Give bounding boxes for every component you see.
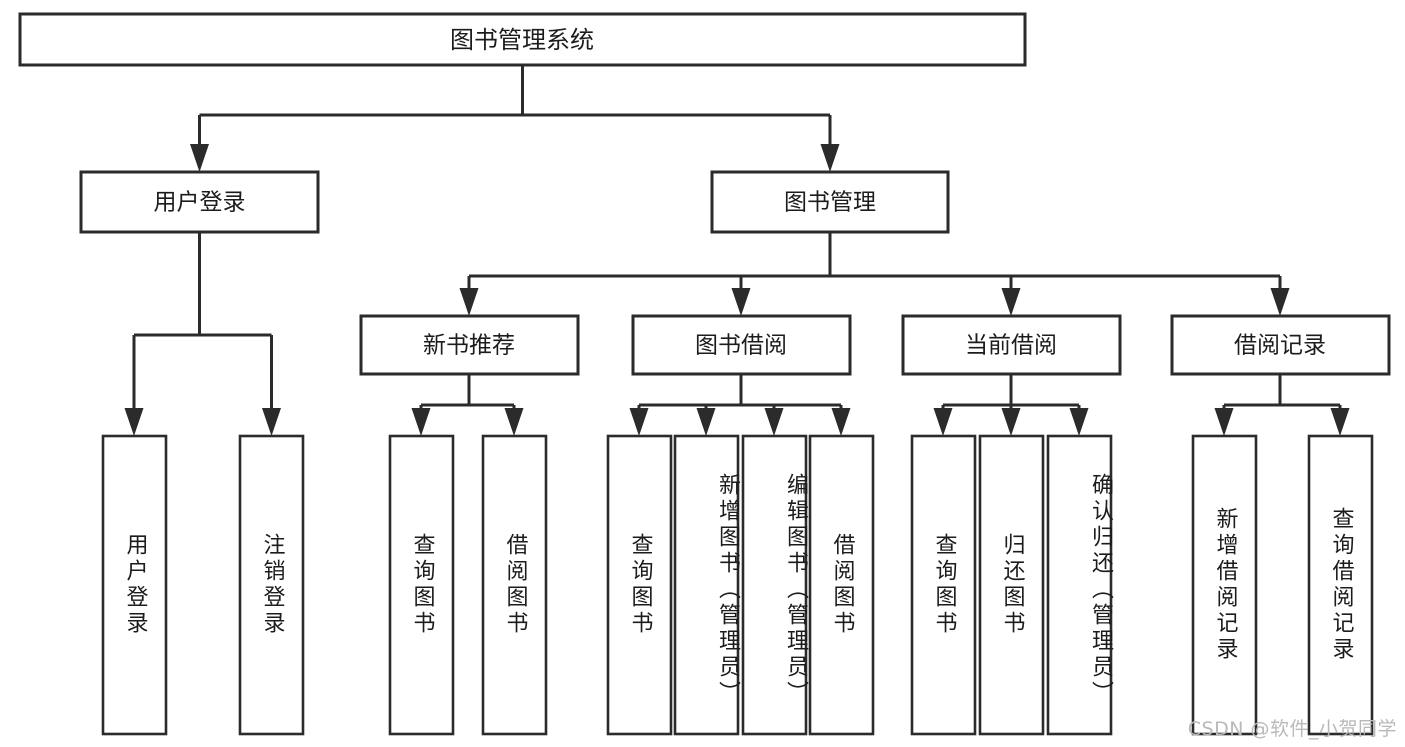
leaf-boxes-borrow-record (1191, 434, 1374, 736)
csdn-watermark: CSDN @软件_小贺同学 (1187, 718, 1397, 740)
arrowhead-cb-leaf-3 (1069, 408, 1089, 436)
node-root[interactable]: 图书管理系统 (18, 12, 1027, 67)
connectors-user-login-to-leaves (124, 232, 281, 436)
connectors-borrow-record-to-leaves (1214, 374, 1350, 436)
leaf-box-nbr-query-book[interactable] (388, 434, 455, 736)
node-user-login-label: 用户登录 (154, 190, 246, 216)
leaf-box-bb-query-book[interactable] (606, 434, 673, 736)
leaf-box-bb-borrow-book[interactable] (808, 434, 875, 736)
node-current-borrow-label: 当前借阅 (965, 333, 1057, 359)
leaf-box-user-login[interactable] (101, 434, 168, 736)
leaf-box-cb-confirm-return[interactable] (1046, 434, 1113, 736)
node-book-manage[interactable]: 图书管理 (710, 170, 950, 234)
connectors-current-borrow-to-leaves (933, 374, 1089, 436)
leaf-boxes-user-login (101, 434, 305, 736)
node-borrow-record-box[interactable] (1170, 314, 1391, 376)
node-user-login[interactable]: 用户登录 (79, 170, 320, 234)
connectors-new-book-recommend-to-leaves (411, 374, 524, 436)
arrowhead-bb-leaf-2 (696, 408, 716, 436)
leaf-box-cb-query-book[interactable] (910, 434, 977, 736)
node-book-manage-label: 图书管理 (784, 190, 876, 216)
arrowhead-leaf-user-login (124, 408, 144, 436)
node-book-borrow[interactable]: 图书借阅 (631, 314, 852, 376)
node-book-borrow-label: 图书借阅 (695, 333, 787, 359)
leaf-box-br-add-record[interactable] (1191, 434, 1258, 736)
arrowhead-bb-leaf-4 (831, 408, 851, 436)
node-book-borrow-box[interactable] (631, 314, 852, 376)
leaf-box-bb-edit-book[interactable] (741, 434, 808, 736)
node-new-book-recommend-label: 新书推荐 (423, 333, 515, 359)
leaf-boxes-current-borrow (910, 434, 1113, 736)
leaf-box-nbr-borrow-book[interactable] (481, 434, 548, 736)
leaf-box-cb-return-book[interactable] (978, 434, 1045, 736)
connectors-root-to-level2 (190, 65, 840, 172)
arrowhead-user-login (190, 144, 209, 172)
arrowhead-nbr-leaf-2 (504, 408, 524, 436)
node-new-book-recommend[interactable]: 新书推荐 (359, 314, 580, 376)
arrowhead-borrow-record (1270, 288, 1290, 316)
arrowhead-cb-leaf-2 (1001, 408, 1021, 436)
arrowhead-br-leaf-2 (1330, 408, 1350, 436)
leaf-box-logout[interactable] (238, 434, 305, 736)
arrowhead-bb-leaf-1 (629, 408, 649, 436)
connectors-book-manage-to-level3 (459, 232, 1290, 316)
arrowhead-cb-leaf-1 (933, 408, 953, 436)
arrowhead-new-book-recommend (459, 288, 479, 316)
arrowhead-leaf-logout (262, 408, 281, 436)
leaf-boxes-new-book-recommend (388, 434, 548, 736)
node-book-manage-box[interactable] (710, 170, 950, 234)
node-current-borrow-box[interactable] (901, 314, 1122, 376)
node-current-borrow[interactable]: 当前借阅 (901, 314, 1122, 376)
node-borrow-record[interactable]: 借阅记录 (1170, 314, 1391, 376)
leaf-box-bb-add-book[interactable] (673, 434, 740, 736)
arrowhead-book-borrow (731, 288, 751, 316)
arrowhead-br-leaf-1 (1214, 408, 1234, 436)
node-user-login-box[interactable] (79, 170, 320, 234)
arrowhead-book-manage (820, 144, 840, 172)
node-root-box[interactable] (18, 12, 1027, 67)
node-root-label: 图书管理系统 (450, 26, 594, 54)
connectors-book-borrow-to-leaves (629, 374, 851, 436)
leaf-box-br-query-record[interactable] (1307, 434, 1374, 736)
node-borrow-record-label: 借阅记录 (1234, 333, 1326, 359)
arrowhead-nbr-leaf-1 (411, 408, 431, 436)
node-new-book-recommend-box[interactable] (359, 314, 580, 376)
arrowhead-bb-leaf-3 (764, 408, 784, 436)
arrowhead-current-borrow (1001, 288, 1021, 316)
leaf-boxes-book-borrow (606, 434, 875, 736)
